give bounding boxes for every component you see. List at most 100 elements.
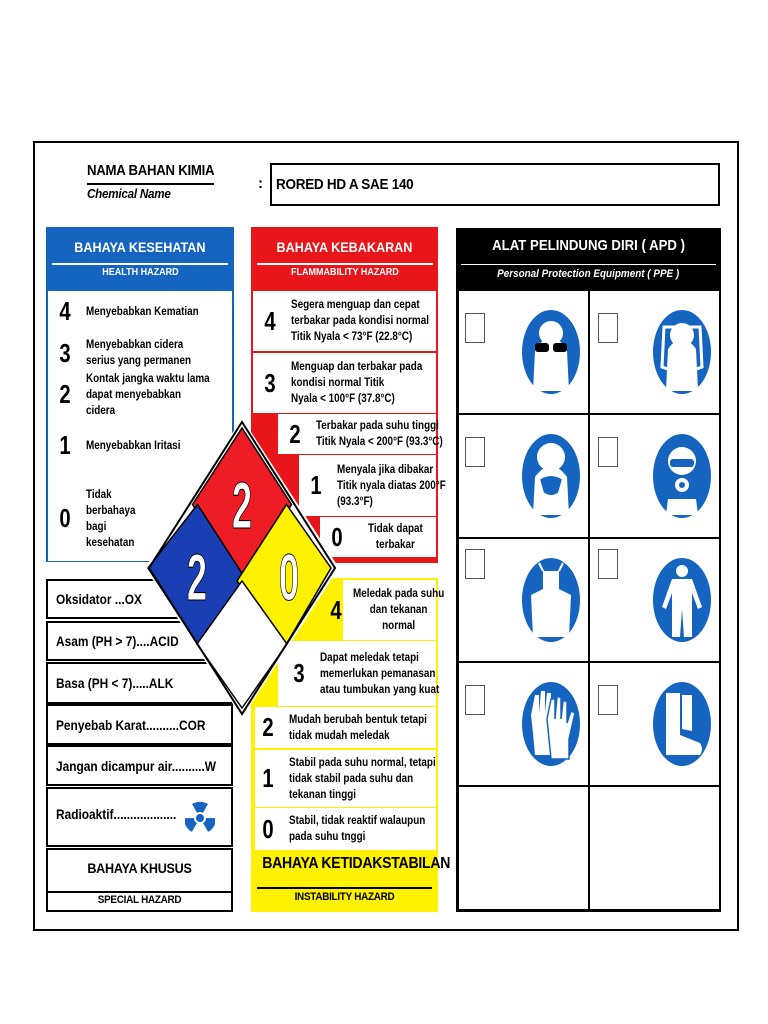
flammability-line-3: Nyala < 100°F (37.8°C) [291,393,395,405]
special-hazard-subtitle: SPECIAL HAZARD [97,894,182,906]
flammability-line-2: Titik Nyala < 200°F (93.3°C) [316,436,443,448]
health-level-description: Menyebabkan cidera serius yang permanen [86,339,191,367]
instability-level-description: Stabil pada suhu normal, tetapi tidak st… [289,755,436,803]
ppe-checkbox[interactable] [465,437,485,467]
ppe-item-respirator [589,414,720,538]
flammability-line-1: Segera menguap dan cepat [291,299,420,311]
diamond-white-quadrant [196,579,288,710]
instability-line-3: tekanan tinggi [289,788,357,801]
special-hazard-text: Asam (PH > 7)....ACID [56,633,179,649]
instability-row-3: 3 Dapat meledak tetapi memerlukan pemana… [278,641,440,706]
flammability-line-3: Titik Nyala < 73°F (22.8°C) [291,331,413,343]
instability-line-1: Dapat meledak tetapi [320,651,419,664]
ppe-subtitle: Personal Protection Equipment ( PPE ) [497,267,680,280]
ppe-item-safety-boots [589,662,720,786]
flammability-line-2: terbakar [375,539,415,551]
flammability-level-description: Tidak dapat terbakar [368,521,423,553]
flammability-row-1: 1 Menyala jika dibakar Titik nyala diata… [299,455,446,516]
special-hazard-item: Penyebab Karat..........COR [46,704,233,745]
ppe-checkbox[interactable] [465,313,485,343]
ppe-header: ALAT PELINDUNG DIRI ( APD ) Personal Pro… [456,228,721,288]
health-level-description: Tidak berbahaya bagi kesehatan [86,488,136,549]
ppe-checkbox[interactable] [598,313,618,343]
health-hazard-title: BAHAYA KESEHATAN [74,238,206,255]
ppe-checkbox[interactable] [598,685,618,715]
instability-line-2: memerlukan pemanasan [320,667,436,680]
special-hazard-text: Basa (PH < 7).....ALK [56,675,174,691]
ppe-checkbox[interactable] [465,685,485,715]
special-hazard-title: BAHAYA KHUSUS [87,860,192,876]
safety-boots-icon [653,682,711,766]
instability-line-3: atau tumbukan yang kuat [320,683,440,696]
ppe-grid [456,288,721,912]
flammability-row-2: 2 Terbakar pada suhu tinggi Titik Nyala … [278,414,443,454]
flammability-level-number: 0 [331,521,343,552]
hazard-label-card [33,141,739,931]
ppe-checkbox[interactable] [465,549,485,579]
ppe-item-dust-mask [458,414,589,538]
chemical-name-underline [87,183,214,185]
respirator-icon [653,434,711,518]
flammability-level-number: 1 [310,470,322,500]
instability-hazard-title: BAHAYA KETIDAKSTABILAN [262,855,451,872]
health-level-number: 4 [59,296,71,326]
special-hazard-text: Jangan dicampur air..........W [56,757,217,774]
radiation-icon [185,801,215,832]
diamond-health-value: 2 [187,542,207,615]
instability-line-2: pada suhu tnggi [289,831,366,843]
flammability-level-number: 4 [264,305,276,336]
ppe-checkbox[interactable] [598,437,618,467]
ppe-item-face-shield [589,290,720,414]
instability-hazard-subtitle: INSTABILITY HAZARD [294,891,395,903]
diamond-instability-value: 0 [279,542,299,615]
instability-hazard-footer: BAHAYA KETIDAKSTABILAN INSTABILITY HAZAR… [251,852,451,912]
face-shield-icon [653,310,711,394]
nfpa-diamond: 2 2 0 [145,418,339,718]
ppe-title: ALAT PELINDUNG DIRI ( APD ) [492,236,685,254]
flammability-line-1: Terbakar pada suhu tinggi [316,420,439,432]
ppe-item-gloves [458,662,589,786]
flammability-level-description: Menguap dan terbakar pada kondisi normal… [291,359,422,407]
instability-line-1: Stabil, tidak reaktif walaupun [289,815,426,827]
diamond-flammability-value: 2 [232,470,252,543]
instability-level-number: 0 [262,813,274,844]
special-hazard-text: Radioaktif................... [56,806,177,822]
flammability-level-description: Menyala jika dibakar Titik nyala diatas … [337,462,446,510]
instability-line-3: normal [382,620,416,632]
flammability-line-2: terbakar pada kondisi normal [291,315,429,327]
flammability-line-2: Titik nyala diatas 200°F [337,479,446,492]
special-hazard-text: Penyebab Karat..........COR [56,716,206,733]
instability-line-2: tidak mudah meledak [289,729,390,742]
health-hazard-subtitle: HEALTH HAZARD [101,266,179,278]
special-hazard-text: Oksidator ...OX [56,591,142,607]
ppe-checkbox[interactable] [598,549,618,579]
instability-line-2: dan tekanan [369,604,428,616]
health-level-description: Menyebabkan Iritasi [86,439,181,452]
health-row-1: 1 Menyebabkan Iritasi [48,415,232,476]
instability-level-number: 2 [262,712,274,742]
ppe-empty-cell [589,786,720,910]
ppe-item-coverall [589,538,720,662]
health-level-number: 2 [59,379,71,409]
instability-level-number: 1 [262,763,274,793]
flammability-line-1: Menguap dan terbakar pada [291,361,423,373]
instability-row-2: 2 Mudah berubah bentuk tetapi tidak muda… [255,707,436,748]
instability-line-1: Stabil pada suhu normal, tetapi [289,756,436,769]
flammability-level-number: 3 [264,367,276,398]
health-level-number: 3 [59,337,71,368]
instability-line-2: tidak stabil pada suhu dan [289,772,414,785]
instability-line-1: Mudah berubah bentuk tetapi [289,713,427,726]
chemical-name-value: RORED HD A SAE 140 [276,176,414,193]
health-hazard-header: BAHAYA KESEHATAN HEALTH HAZARD [46,227,234,287]
chemical-name-field[interactable]: RORED HD A SAE 140 [270,163,720,206]
health-row-2: 2 Kontak jangka waktu lama dapat menyeba… [48,373,232,417]
dust-mask-icon [522,434,580,518]
flammability-line-2: kondisi normal Titik [291,377,385,389]
flammability-level-description: Terbakar pada suhu tinggi Titik Nyala < … [316,418,443,450]
flammability-hazard-title: BAHAYA KEBAKARAN [276,238,413,255]
flammability-row-3: 3 Menguap dan terbakar pada kondisi norm… [253,353,436,413]
instability-row-0: 0 Stabil, tidak reaktif walaupun pada su… [255,808,436,850]
chemical-name-label-en: Chemical Name [87,186,171,201]
flammability-level-description: Segera menguap dan cepat terbakar pada k… [291,297,429,345]
